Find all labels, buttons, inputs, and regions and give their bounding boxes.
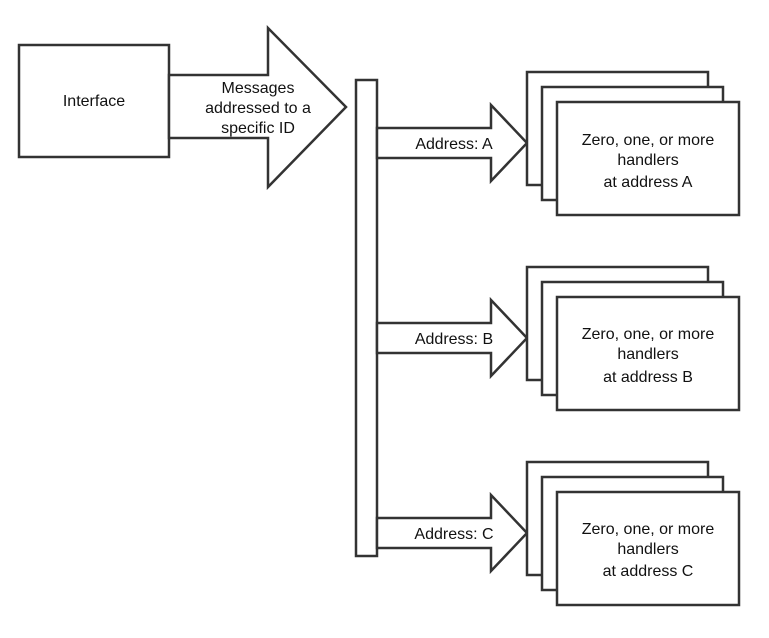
handler-stack-c: Zero, one, or more handlers at address C	[525, 460, 741, 607]
handler-c-front	[555, 490, 741, 607]
main-message-arrow: Messages addressed to a specific ID	[167, 24, 348, 191]
handler-b-line-2: handlers	[617, 346, 678, 363]
handler-b-line-1: Zero, one, or more	[582, 326, 715, 343]
handler-a-front	[555, 100, 741, 217]
route-c: Address: C Zero, one, or more handlers a…	[375, 460, 741, 607]
message-bus-bar	[354, 78, 379, 558]
handler-a-line-3: at address A	[604, 174, 693, 191]
handler-c-line-3: at address C	[603, 563, 694, 580]
handler-b-front	[555, 295, 741, 412]
handler-a-line-2: handlers	[617, 152, 678, 169]
handler-stack-a: Zero, one, or more handlers at address A	[525, 70, 741, 217]
handler-stack-b: Zero, one, or more handlers at address B	[525, 265, 741, 412]
address-c-arrow	[375, 491, 529, 575]
address-a-arrow	[375, 101, 529, 185]
address-a-label: Address: A	[415, 136, 493, 153]
main-arrow-line-1: Messages	[222, 80, 295, 97]
handler-c-line-1: Zero, one, or more	[582, 521, 715, 538]
handler-b-line-3: at address B	[603, 369, 693, 386]
address-b-arrow	[375, 296, 529, 380]
main-arrow-line-2: addressed to a	[205, 100, 311, 117]
address-c-label: Address: C	[414, 526, 493, 543]
handler-c-line-2: handlers	[617, 541, 678, 558]
route-b: Address: B Zero, one, or more handlers a…	[375, 265, 741, 412]
interface-box	[17, 43, 171, 159]
handler-a-line-1: Zero, one, or more	[582, 132, 715, 149]
interface-label: Interface	[63, 93, 125, 110]
main-arrow-line-3: specific ID	[221, 120, 295, 137]
route-a: Address: A Zero, one, or more handlers a…	[375, 70, 741, 217]
main-arrow-shape	[167, 24, 348, 191]
interface-node: Interface	[17, 43, 171, 159]
address-b-label: Address: B	[415, 331, 493, 348]
